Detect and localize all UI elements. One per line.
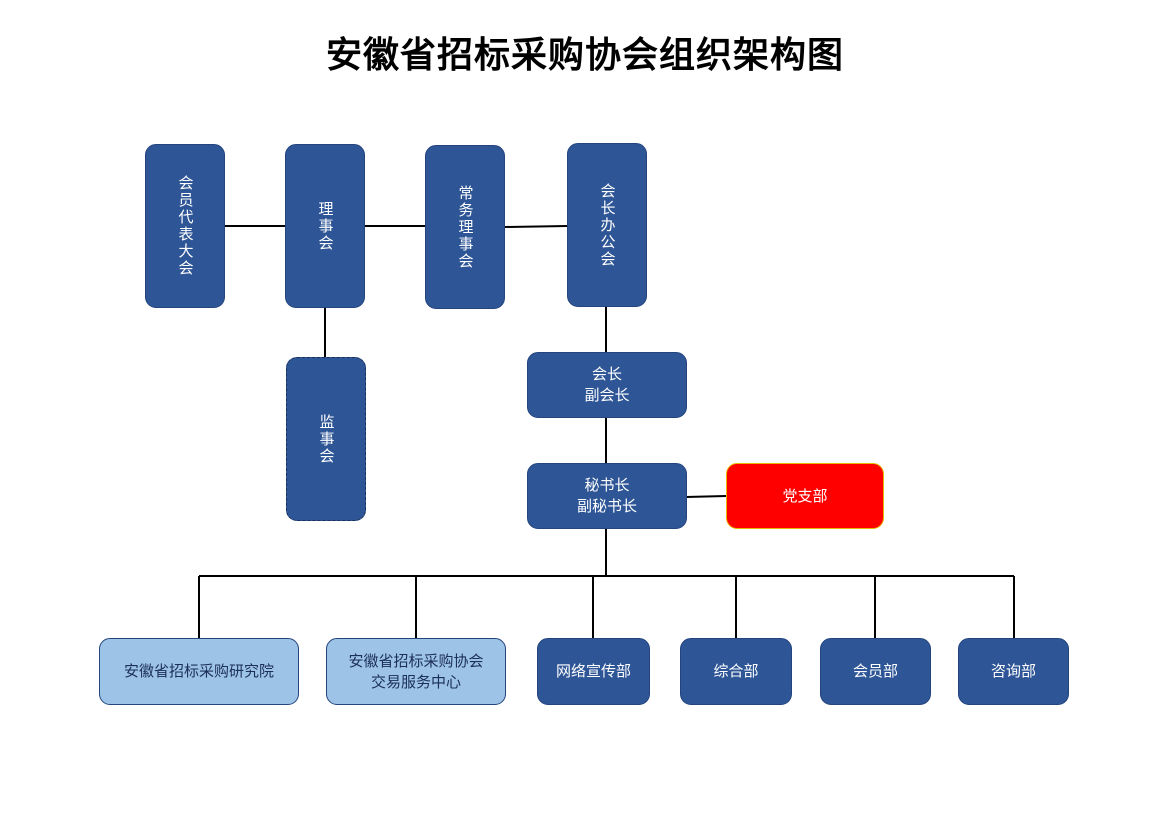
node-secretary-general: 秘书长 副秘书长 — [527, 463, 687, 529]
node-general-dept: 综合部 — [680, 638, 792, 705]
line-standing-office — [504, 225, 568, 228]
node-president-office: 会长办公会 — [567, 143, 647, 307]
node-council-label: 理事会 — [316, 200, 335, 252]
node-president: 会长 副会长 — [527, 352, 687, 418]
node-member-dept: 会员部 — [820, 638, 931, 705]
node-supervisory-board-label: 监事会 — [317, 413, 336, 465]
node-trading-center: 安徽省招标采购协会 交易服务中心 — [326, 638, 506, 705]
node-publicity-dept-label: 网络宣传部 — [555, 662, 631, 680]
node-president-office-label: 会长办公会 — [598, 182, 617, 268]
node-consulting-dept-label: 咨询部 — [990, 662, 1036, 680]
node-general-dept-label: 综合部 — [713, 662, 759, 680]
page-title: 安徽省招标采购协会组织架构图 — [325, 34, 844, 76]
node-research-institute-label: 安徽省招标采购研究院 — [123, 662, 274, 680]
node-secretary-general-label: 秘书长 副秘书长 — [576, 476, 637, 515]
node-consulting-dept: 咨询部 — [958, 638, 1069, 705]
node-council: 理事会 — [285, 144, 365, 308]
node-research-institute: 安徽省招标采购研究院 — [99, 638, 299, 705]
node-trading-center-label: 安徽省招标采购协会 交易服务中心 — [348, 651, 484, 691]
node-president-label: 会长 副会长 — [584, 365, 630, 404]
node-members-congress: 会员代表大会 — [145, 144, 225, 308]
node-party-branch: 党支部 — [726, 463, 884, 529]
node-member-dept-label: 会员部 — [852, 662, 898, 680]
node-standing-council: 常务理事会 — [425, 145, 505, 309]
node-publicity-dept: 网络宣传部 — [537, 638, 650, 705]
line-secretary-party — [685, 495, 727, 498]
node-members-congress-label: 会员代表大会 — [176, 175, 195, 277]
node-supervisory-board: 监事会 — [286, 357, 366, 521]
node-party-branch-label: 党支部 — [782, 486, 828, 505]
node-standing-council-label: 常务理事会 — [456, 184, 475, 270]
